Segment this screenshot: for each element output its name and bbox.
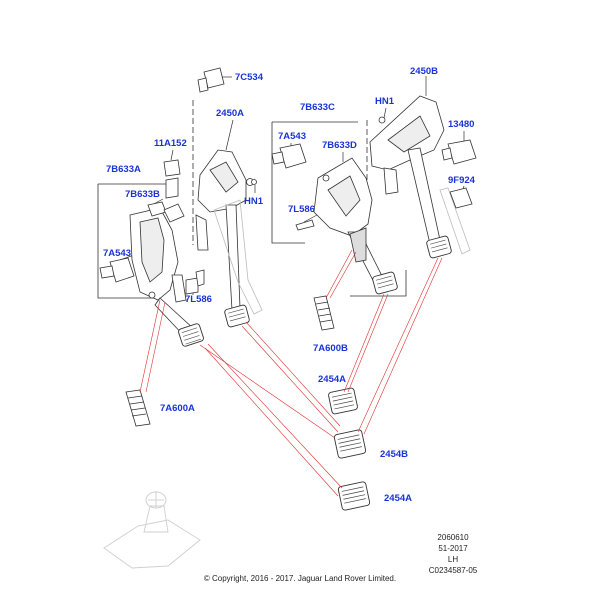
label-7B633A: 7B633A: [106, 164, 141, 175]
label-2450A: 2450A: [216, 108, 244, 119]
label-7B633C: 7B633C: [300, 102, 335, 113]
red-leader-lines: [139, 249, 443, 497]
left-clutch-pedal-pad: [178, 323, 204, 347]
meta-ref-1: 2060610: [437, 533, 469, 542]
label-2450B: 2450B: [410, 66, 438, 77]
pad-2454B: [333, 429, 367, 459]
spring-7A600B: [313, 295, 335, 331]
gear-shifter: [103, 491, 201, 569]
right-pedal-box: [271, 143, 387, 291]
label-13480: 13480: [448, 119, 475, 130]
label-7A600B: 7A600B: [313, 343, 348, 354]
label-HN1-mid: HN1: [244, 196, 264, 207]
spring-7A600A: [125, 389, 151, 427]
callout-box-right: [271, 121, 407, 297]
centre-pedal-pad: [224, 304, 250, 328]
meta-ref-2: 51-2017: [438, 544, 468, 553]
label-9F924: 9F924: [448, 175, 475, 186]
callout-box-left: [97, 183, 170, 299]
label-7L586-left: 7L586: [185, 294, 212, 305]
label-7L586-right: 7L586: [288, 204, 315, 215]
switch-7C534: [197, 67, 225, 93]
label-2454A-bottom: 2454A: [384, 493, 412, 504]
fasteners: [195, 116, 386, 287]
meta-ref-3: LH: [447, 555, 459, 564]
label-11A152: 11A152: [154, 138, 187, 149]
label-2454B: 2454B: [380, 449, 408, 460]
switch-13480: [441, 139, 477, 165]
label-7B633D: 7B633D: [322, 140, 357, 151]
sensor-11A152: [163, 159, 181, 177]
pad-2454A-top: [328, 387, 358, 415]
centre-pedal-assembly: [195, 149, 263, 315]
copyright-notice: © Copyright, 2016 - 2017. Jaguar Land Ro…: [203, 574, 397, 583]
label-7A543-left: 7A543: [103, 248, 131, 259]
label-7C534: 7C534: [235, 72, 263, 83]
label-7B633B: 7B633B: [125, 189, 160, 200]
label-HN1-top: HN1: [375, 96, 395, 107]
meta-ref-4: C0234587-05: [428, 566, 478, 575]
far-right-pedal-pad: [426, 235, 452, 259]
label-7A543-right: 7A543: [278, 131, 306, 142]
label-2454A-top: 2454A: [318, 374, 346, 385]
right-box-pedal-pad: [372, 271, 398, 295]
sensor-9F924: [449, 187, 473, 209]
label-7A600A: 7A600A: [160, 403, 195, 414]
pad-2454A-bottom: [337, 481, 371, 511]
